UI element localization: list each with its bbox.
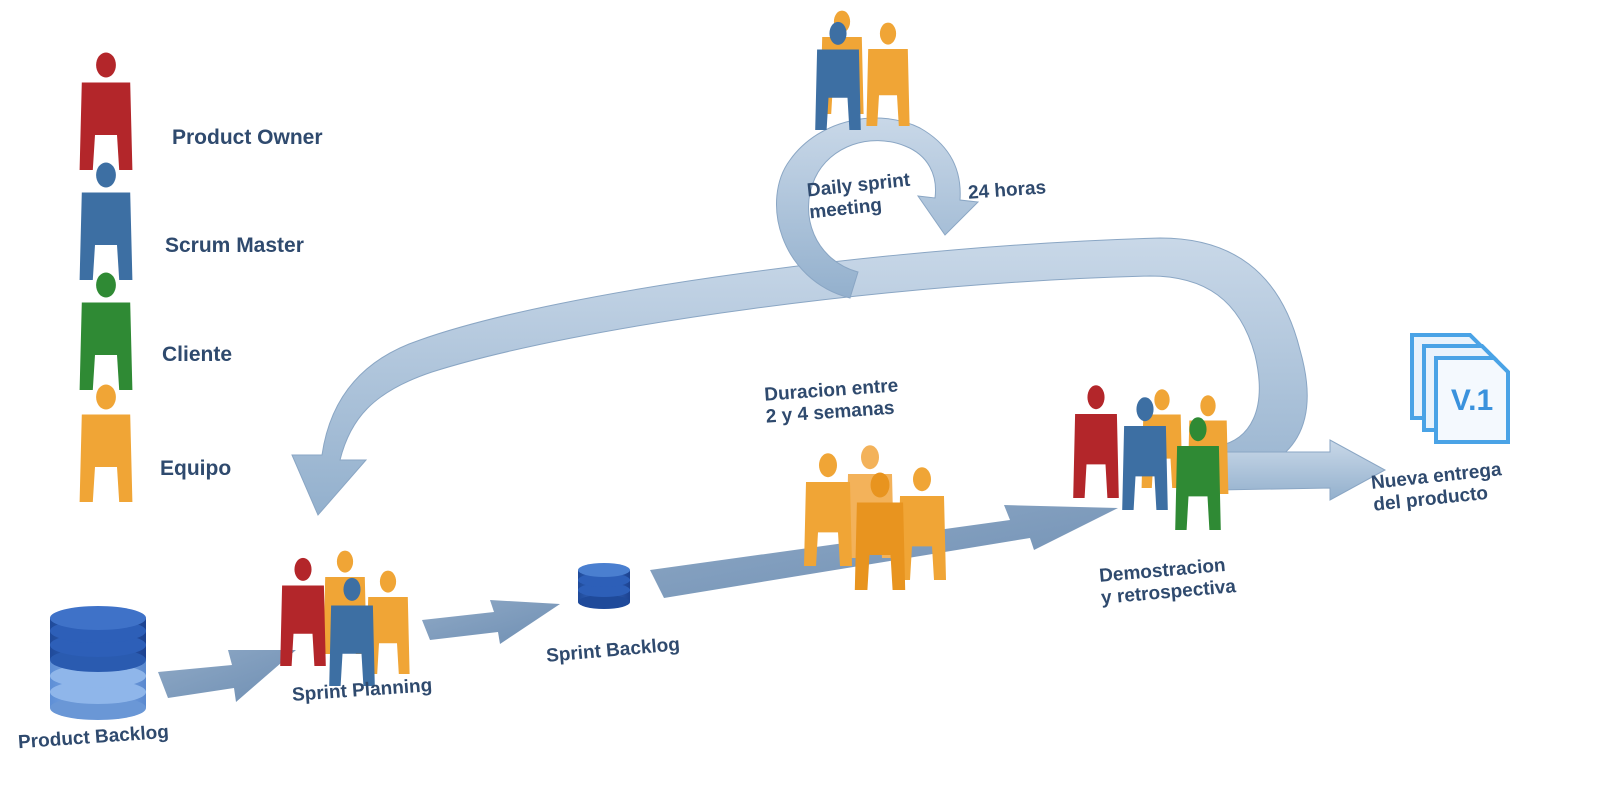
legend-equipo-label: Equipo: [160, 457, 232, 480]
legend-cliente-label: Cliente: [162, 343, 233, 366]
legend-product-owner-label: Product Owner: [172, 126, 323, 149]
legend-product-owner-icon: [79, 52, 133, 170]
legend-scrum-master-icon: [79, 162, 133, 280]
sprint-loop-arrow: [291, 237, 1308, 516]
sprint-backlog-database-icon: [578, 563, 630, 609]
sprint-planning-team-icon: [280, 550, 410, 686]
legend-equipo-icon: [79, 384, 133, 502]
version-label: V.1: [1451, 384, 1493, 417]
daily-meeting-team-icon: [815, 10, 910, 130]
legend-cliente-icon: [79, 272, 133, 390]
release-arrow: [1217, 439, 1387, 501]
duracion-label: Duracion entre 2 y 4 semanas: [764, 375, 901, 428]
release-document-icon: V.1: [1410, 333, 1510, 444]
arrow-backlog-to-planning: [158, 650, 296, 702]
product-backlog-database-icon: [50, 606, 146, 720]
legend-scrum-master-label: Scrum Master: [165, 234, 304, 257]
daily-loop-arrow: [776, 117, 980, 299]
arrow-planning-to-sprint-backlog: [422, 600, 560, 644]
